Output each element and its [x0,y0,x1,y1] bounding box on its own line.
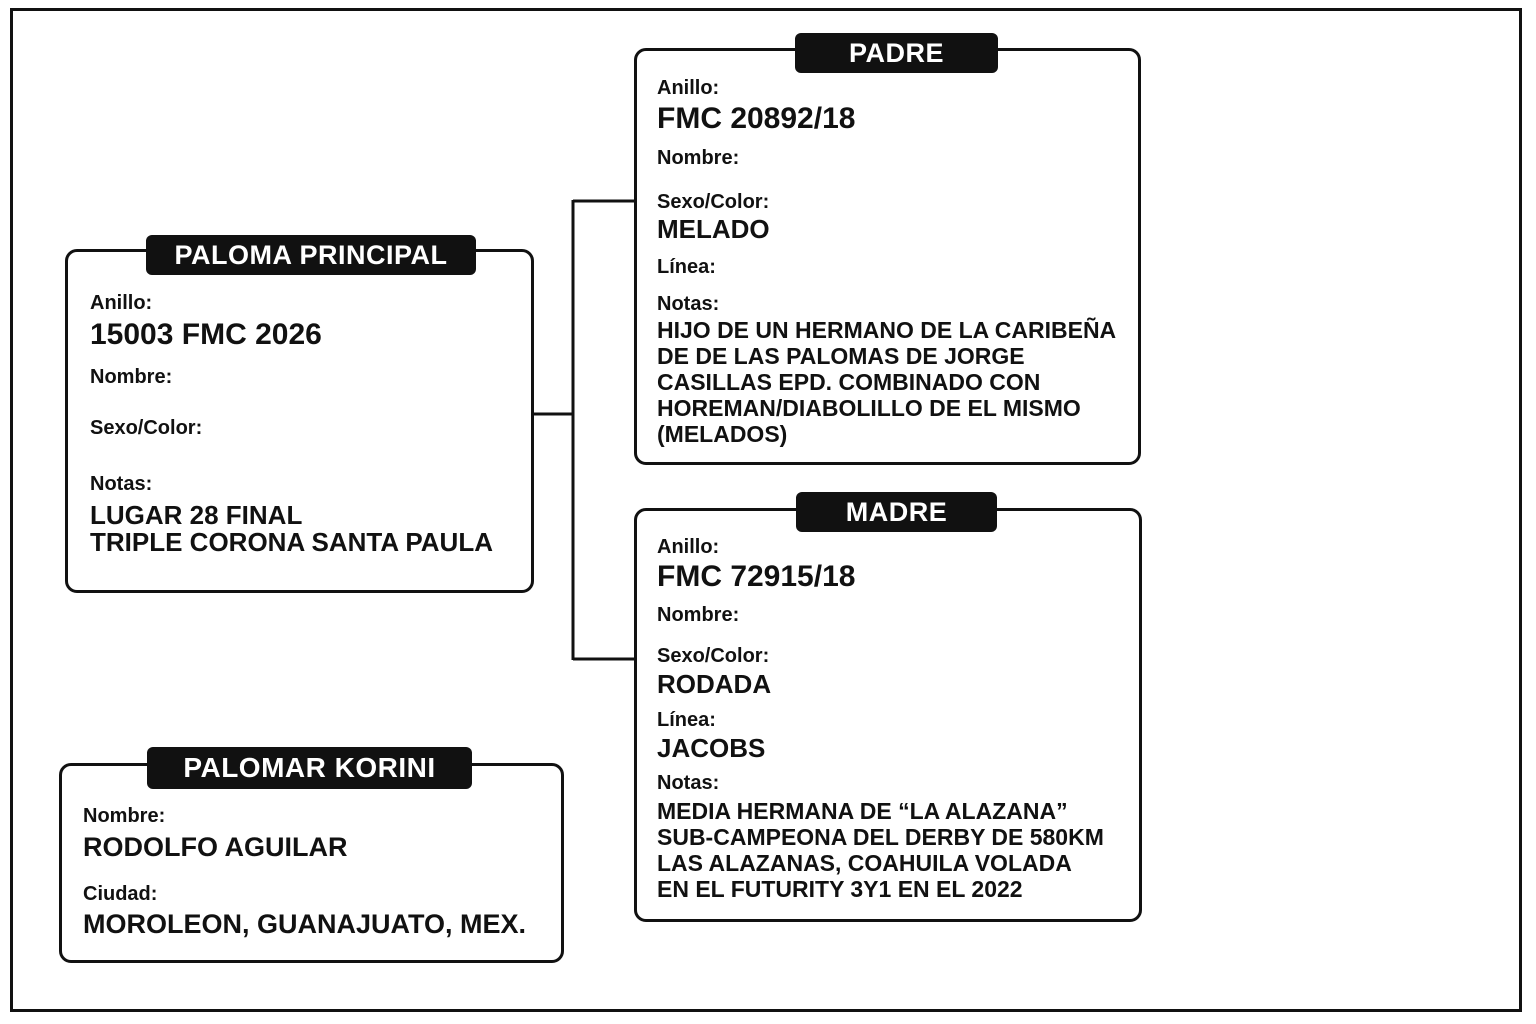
madre-line-value: JACOBS [657,733,766,763]
madre-ring-value: FMC 72915/18 [657,560,856,593]
padre-ring-label: Anillo: [657,77,720,99]
principal-title-tab: PALOMA PRINCIPAL [146,235,476,275]
padre-ring-value: FMC 20892/18 [657,102,856,135]
madre-notes-label: Notas: [657,772,720,794]
madre-notes: MEDIA HERMANA DE “LA ALAZANA” SUB-CAMPEO… [657,798,1104,902]
padre-name-label: Nombre: [657,147,740,169]
padre-note-line: CASILLAS EPD. COMBINADO CON [657,369,1041,395]
principal-note-line: LUGAR 28 FINAL [90,500,303,530]
palomar-city-label: Ciudad: [83,883,158,905]
padre-sex-color-value: MELADO [657,214,770,244]
padre-notes-label: Notas: [657,293,720,315]
madre-note-line: LAS ALAZANAS, COAHUILA VOLADA [657,850,1072,876]
madre-note-line: MEDIA HERMANA DE “LA ALAZANA” [657,798,1068,824]
principal-name-label: Nombre: [90,366,173,388]
madre-card: Anillo: FMC 72915/18 Nombre: Sexo/Color:… [634,508,1142,922]
padre-sex-color-label: Sexo/Color: [657,191,770,213]
madre-note-line: SUB-CAMPEONA DEL DERBY DE 580KM [657,824,1104,850]
padre-note-line: HOREMAN/DIABOLILLO DE EL MISMO [657,395,1081,421]
principal-notes-label: Notas: [90,473,153,495]
principal-note-line: TRIPLE CORONA SANTA PAULA [90,527,493,557]
padre-title-tab: PADRE [795,33,998,73]
madre-sex-color-label: Sexo/Color: [657,645,770,667]
madre-note-line: EN EL FUTURITY 3Y1 EN EL 2022 [657,876,1023,902]
principal-card: Anillo: 15003 FMC 2026 Nombre: Sexo/Colo… [65,249,534,593]
palomar-city-value: MOROLEON, GUANAJUATO, MEX. [83,909,527,939]
padre-note-line: HIJO DE UN HERMANO DE LA CARIBEÑA [657,317,1117,343]
padre-notes: HIJO DE UN HERMANO DE LA CARIBEÑA DE DE … [657,317,1116,447]
padre-card: Anillo: FMC 20892/18 Nombre: Sexo/Color:… [634,48,1141,465]
madre-line-label: Línea: [657,709,716,731]
palomar-title-tab: PALOMAR KORINI [147,747,472,789]
madre-name-label: Nombre: [657,604,740,626]
principal-notes: LUGAR 28 FINAL TRIPLE CORONA SANTA PAULA [90,502,493,556]
palomar-name-value: RODOLFO AGUILAR [83,832,348,862]
padre-line-label: Línea: [657,256,716,278]
principal-sex-color-label: Sexo/Color: [90,417,203,439]
principal-ring-label: Anillo: [90,292,153,314]
padre-note-line: (MELADOS) [657,421,788,447]
madre-title-tab: MADRE [796,492,997,532]
padre-note-line: DE DE LAS PALOMAS DE JORGE [657,343,1025,369]
page-frame [10,8,1522,1012]
palomar-card: Nombre: RODOLFO AGUILAR Ciudad: MOROLEON… [59,763,564,963]
madre-ring-label: Anillo: [657,536,720,558]
principal-ring-value: 15003 FMC 2026 [90,318,322,351]
madre-sex-color-value: RODADA [657,669,772,699]
palomar-name-label: Nombre: [83,805,166,827]
